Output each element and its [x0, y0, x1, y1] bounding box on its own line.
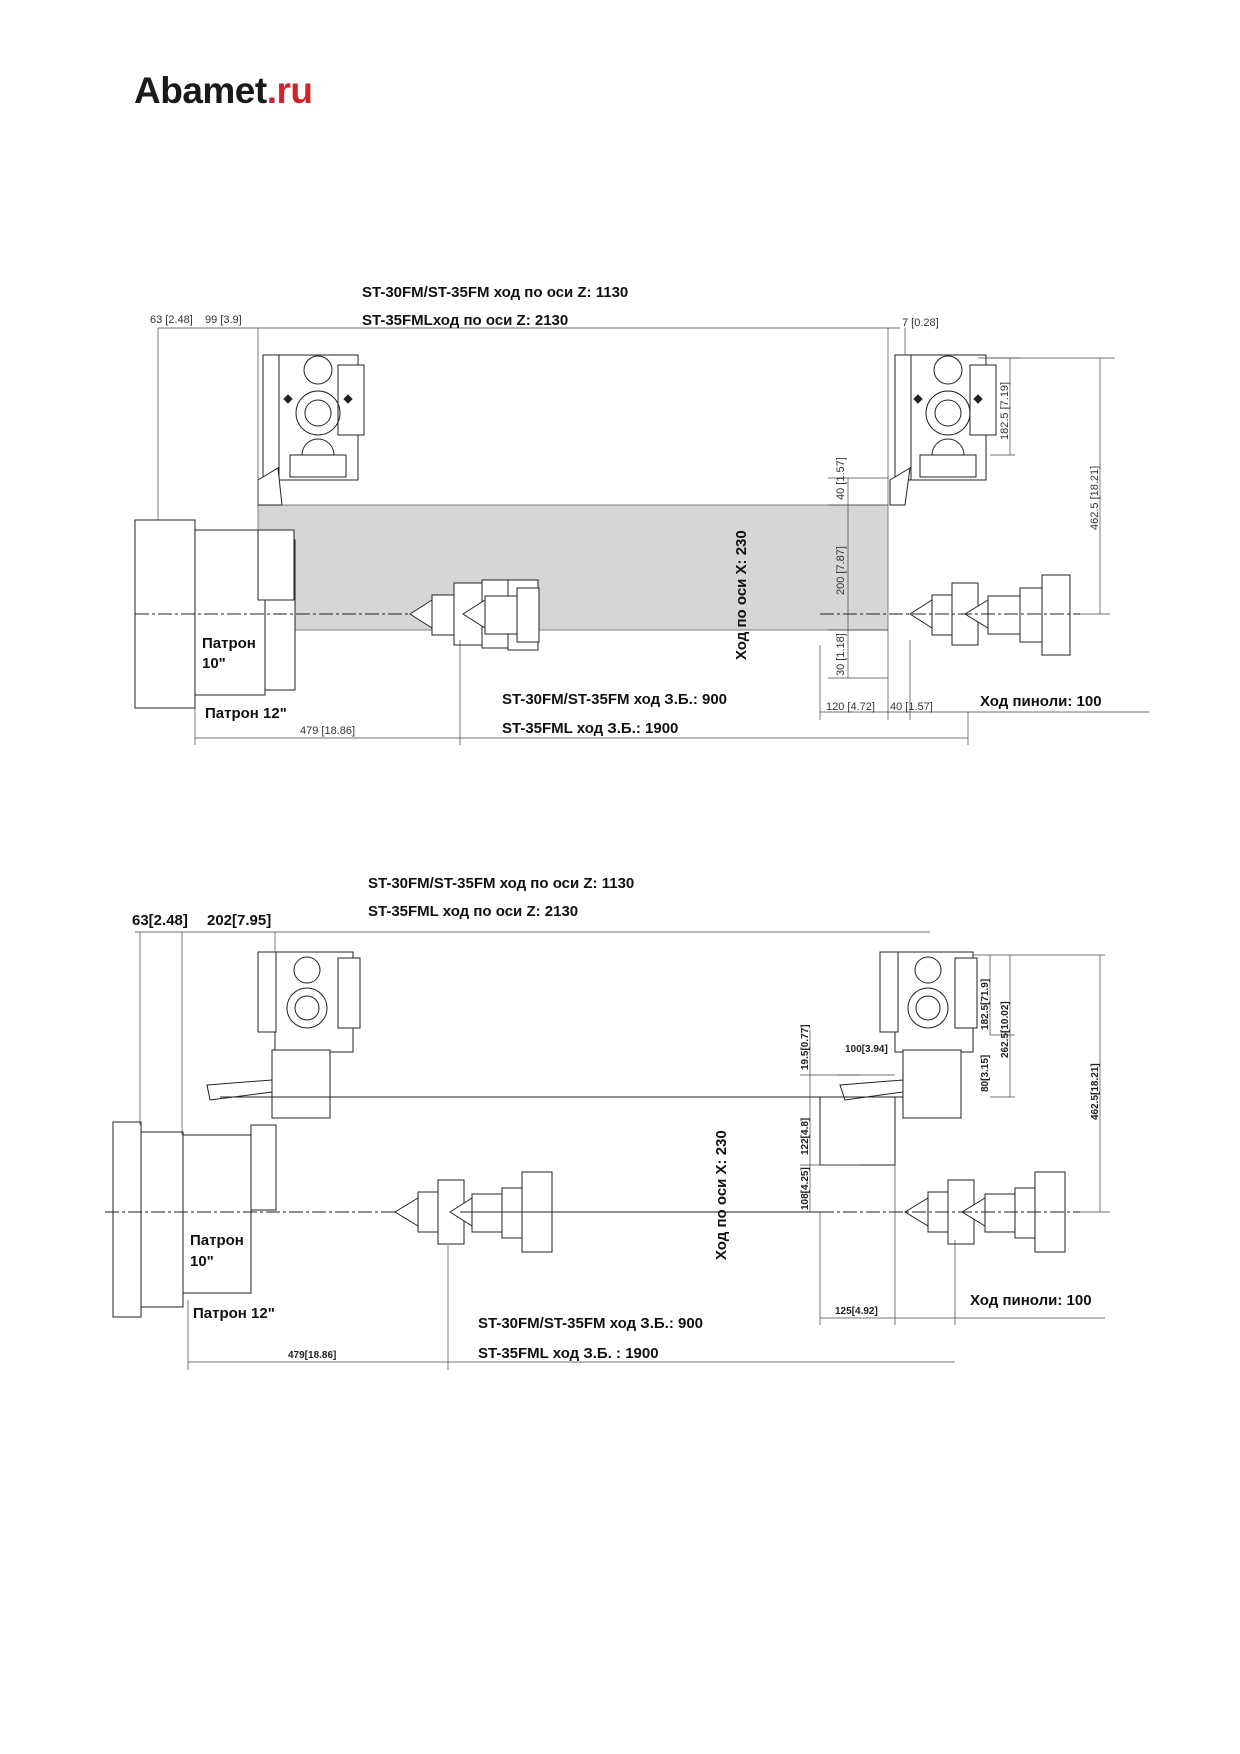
turret-right-2: [839, 951, 978, 1119]
turret-right: [889, 354, 997, 506]
dim-462-5-2: 462.5[18.21]: [1090, 1063, 1101, 1120]
x-travel-label: Ход по оси X: 230: [733, 530, 750, 660]
dim-182-5: 182.5 [7.19]: [999, 382, 1011, 440]
chuck-10-label-1: Патрон: [202, 635, 256, 652]
z-travel-label-1: ST-30FM/ST-35FM ход по оси Z: 1130: [362, 284, 628, 301]
dim-120: 120 [4.72]: [826, 701, 875, 713]
dim-200: 200 [7.87]: [835, 546, 847, 595]
turret-left-2: [206, 951, 910, 1119]
dim-262-5: 262.5[10.02]: [1000, 1001, 1011, 1058]
dim-462-5: 462.5 [18.21]: [1089, 466, 1101, 530]
tailstock-travel-2: ST-35FML ход З.Б.: 1900: [502, 720, 678, 737]
dim-122: 122[4.8]: [800, 1118, 811, 1155]
dim-125: 125[4.92]: [835, 1306, 878, 1317]
dim-100: 100[3.94]: [845, 1044, 888, 1055]
abamet-logo: Abamet.ru: [134, 70, 313, 111]
headstock-2: [105, 1121, 460, 1318]
headstock: [134, 519, 460, 709]
chuck-10-label-2-2: 10": [190, 1253, 214, 1270]
dim-182-5-2: 182.5[71.9]: [980, 979, 991, 1030]
dim-63-2: 63[2.48]: [132, 912, 188, 929]
dim-40-b: 40 [1.57]: [890, 701, 933, 713]
dimension-lines-1: [157, 327, 1150, 745]
chuck-10-label-2: 10": [202, 655, 226, 672]
z-travel-label-2-2: ST-35FML ход по оси Z: 2130: [368, 903, 578, 920]
tailstock-inner-2: [394, 1171, 820, 1253]
lathe-diagram-1: ST-30FM/ST-35FM ход по оси Z: 1130 ST-35…: [134, 284, 1150, 745]
tailstock-inner: [409, 579, 540, 651]
dim-479-2: 479[18.86]: [288, 1350, 336, 1361]
x-travel-area: [257, 504, 889, 631]
tailstock-right-2: [820, 1171, 1080, 1253]
dim-63: 63 [2.48]: [150, 314, 193, 326]
turret-left: [257, 354, 365, 506]
dim-479: 479 [18.86]: [300, 725, 355, 737]
quill-travel-label: Ход пиноли: 100: [980, 693, 1102, 710]
dim-202: 202[7.95]: [207, 912, 271, 929]
dim-30: 30 [1.18]: [835, 633, 847, 676]
tailstock-travel-2-2: ST-35FML ход З.Б. : 1900: [478, 1345, 659, 1362]
x-travel-label-2: Ход по оси X: 230: [713, 1130, 730, 1260]
chuck-10-label-2-1: Патрон: [190, 1232, 244, 1249]
dim-99: 99 [3.9]: [205, 314, 242, 326]
dim-40-a: 40 [1.57]: [835, 457, 847, 500]
dim-7: 7 [0.28]: [902, 317, 939, 329]
chuck-12-label-2: Патрон 12": [193, 1305, 275, 1322]
dim-80: 80[3.15]: [980, 1055, 991, 1092]
lathe-diagram-2: ST-30FM/ST-35FM ход по оси Z: 1130 ST-35…: [105, 875, 1110, 1370]
dim-108: 108[4.25]: [800, 1167, 811, 1210]
dim-19-5: 19.5[0.77]: [800, 1024, 811, 1070]
z-travel-label-2: ST-35FMLход по оси Z: 2130: [362, 312, 568, 329]
chuck-12-label: Патрон 12": [205, 705, 287, 722]
carriage-block: [819, 1096, 896, 1166]
tailstock-travel-1: ST-30FM/ST-35FM ход З.Б.: 900: [502, 691, 727, 708]
quill-travel-label-2: Ход пиноли: 100: [970, 1292, 1092, 1309]
tailstock-right: [820, 574, 1080, 656]
tailstock-travel-2-1: ST-30FM/ST-35FM ход З.Б.: 900: [478, 1315, 703, 1332]
z-travel-label-2-1: ST-30FM/ST-35FM ход по оси Z: 1130: [368, 875, 634, 892]
dimension-lines-2: [135, 931, 1110, 1370]
